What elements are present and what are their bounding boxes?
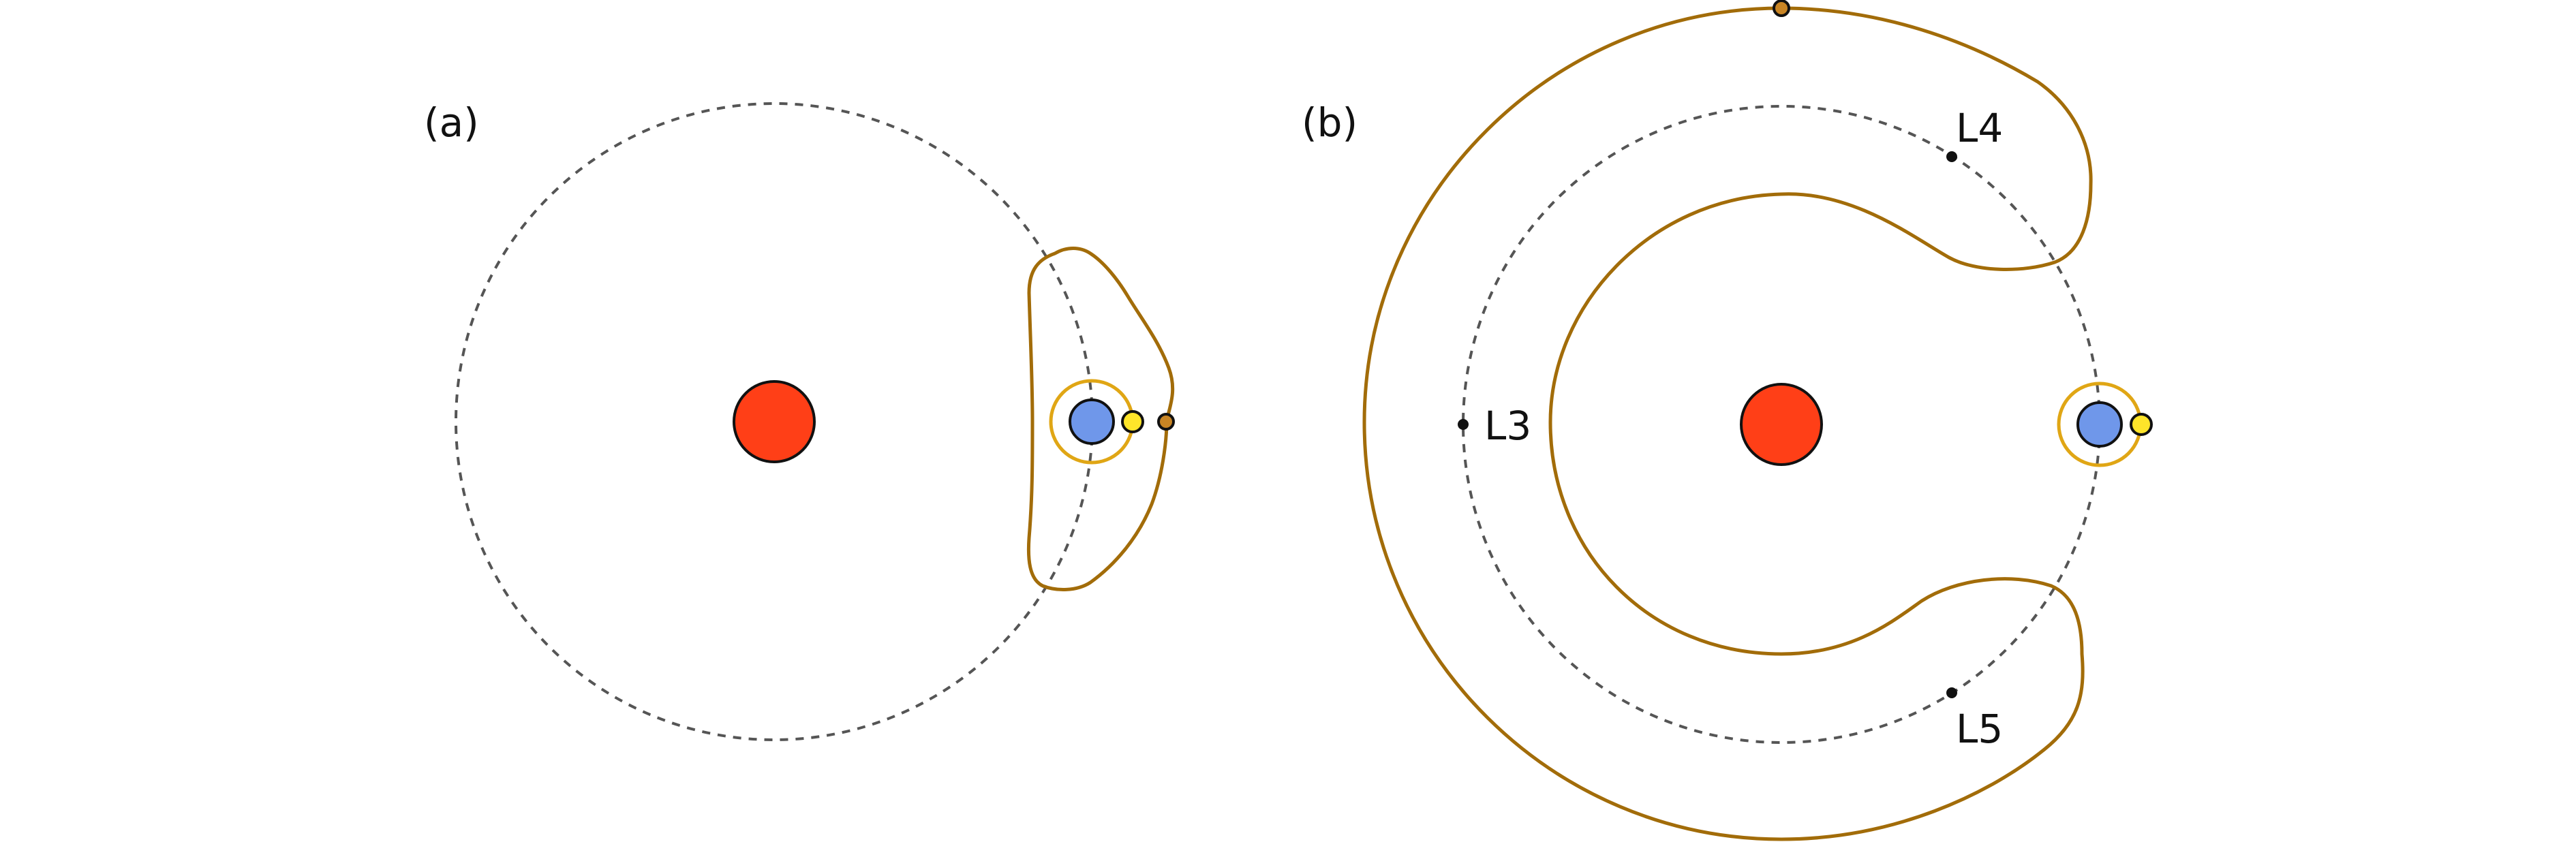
panel-b-label: (b) bbox=[1302, 99, 1358, 146]
orbiting-body-icon bbox=[1157, 413, 1175, 431]
moon-icon bbox=[2130, 413, 2153, 436]
horseshoe-trajectory bbox=[1362, 6, 2093, 841]
panel-b: (b) L3 L4 L5 bbox=[1302, 0, 2153, 841]
star-icon bbox=[1740, 383, 1823, 466]
planet-icon bbox=[1069, 399, 1115, 445]
l5-label: L5 bbox=[1956, 706, 2003, 752]
panel-a: (a) bbox=[424, 99, 1175, 741]
orbiting-body-icon bbox=[1773, 0, 1790, 17]
l3-point-marker bbox=[1458, 419, 1469, 430]
l4-label: L4 bbox=[1956, 105, 2003, 151]
panel-a-label: (a) bbox=[424, 99, 479, 146]
l4-point-marker bbox=[1946, 151, 1957, 162]
moon-icon bbox=[1121, 410, 1144, 433]
planet-icon bbox=[2076, 401, 2123, 448]
l3-label: L3 bbox=[1484, 403, 1531, 449]
tadpole-trajectory bbox=[1026, 247, 1175, 591]
star-icon bbox=[733, 380, 816, 463]
l5-point-marker bbox=[1946, 687, 1957, 698]
